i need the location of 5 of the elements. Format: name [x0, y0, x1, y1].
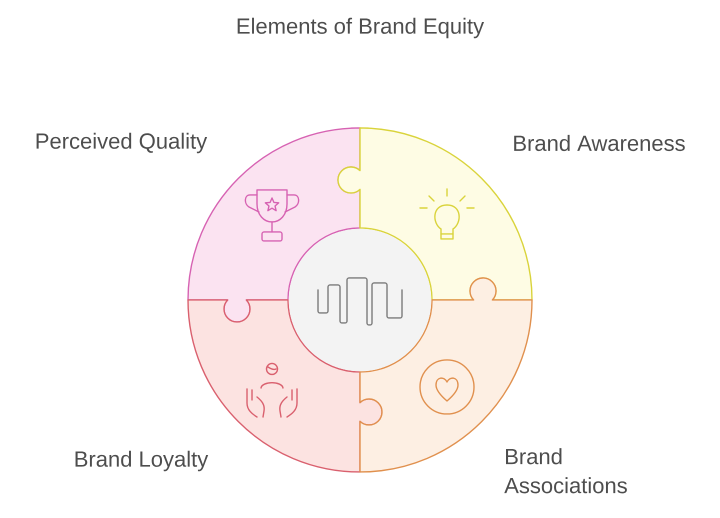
title: Elements of Brand Equity: [238, 18, 484, 38]
segment-label: Brand Awareness: [514, 134, 685, 152]
segment-label: Brand Associations: [504, 448, 627, 494]
segment-label: Perceived Quality: [36, 132, 208, 154]
segment-label: Brand Loyalty: [76, 450, 208, 472]
